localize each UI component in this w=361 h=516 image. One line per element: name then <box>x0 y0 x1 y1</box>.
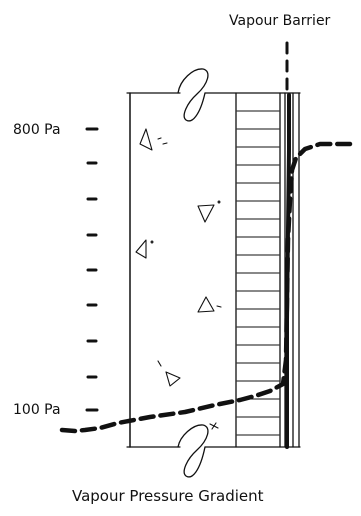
concrete-aggregate <box>135 128 222 430</box>
insulation-hatching <box>236 110 280 436</box>
pressure-scale-ticks <box>85 127 99 412</box>
section-boundaries <box>126 92 301 448</box>
break-symbol-top <box>177 68 209 122</box>
vapour-barrier-label: Vapour Barrier <box>229 13 331 29</box>
diagram-caption: Vapour Pressure Gradient <box>72 487 264 505</box>
pressure-gradient-line <box>59 141 353 434</box>
pressure-label-100: 100 Pa <box>13 402 61 418</box>
break-symbol-bottom <box>177 424 209 478</box>
pressure-label-800: 800 Pa <box>13 122 61 138</box>
